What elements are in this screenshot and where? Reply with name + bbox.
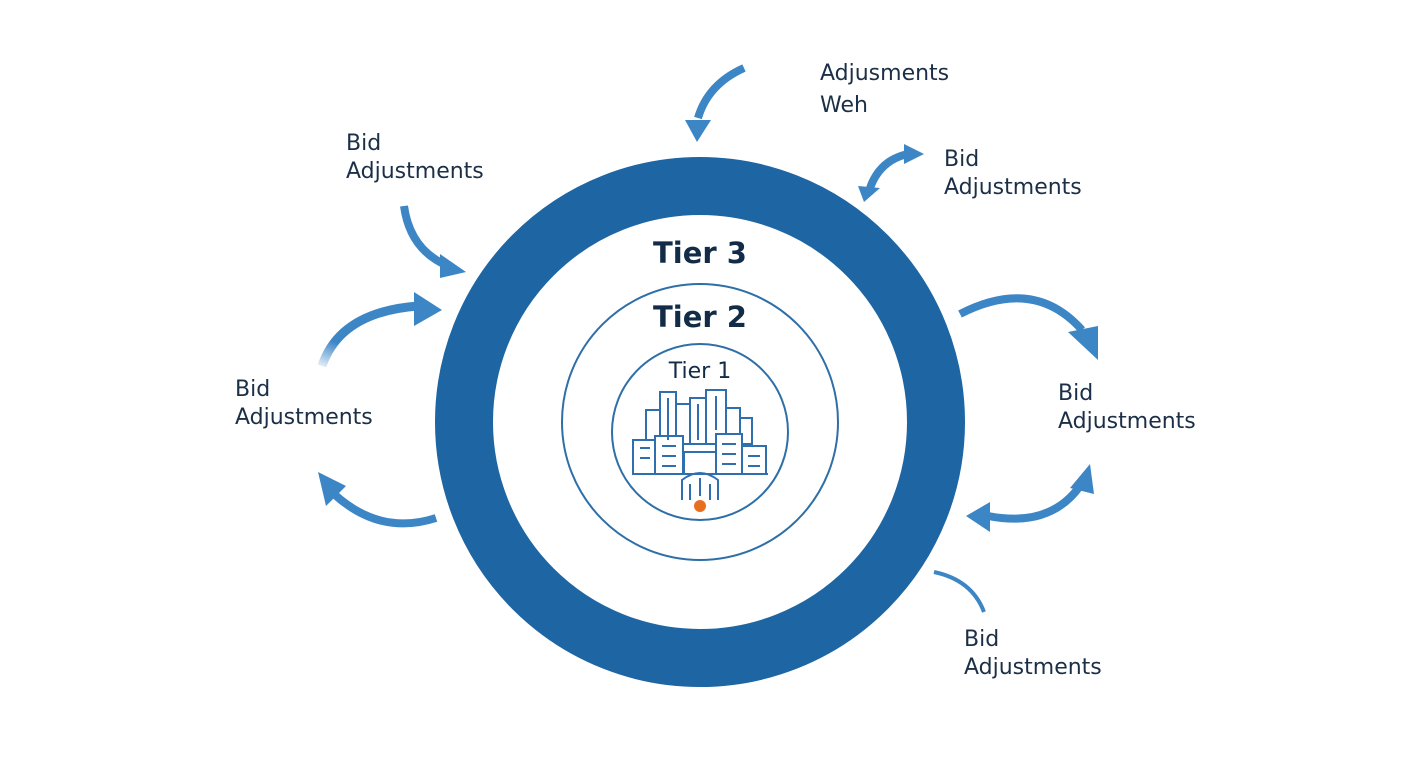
callout-right-line2: Adjustments (1058, 409, 1196, 434)
callout-top-center: Adjusments Weh (820, 61, 956, 118)
arrow-right-lower-icon (966, 464, 1094, 532)
tier-3-ring (435, 157, 965, 687)
callout-top-center-line2: Weh (820, 93, 868, 118)
callout-right-line1: Bid (1058, 381, 1093, 406)
callout-top-right: Bid Adjustments (944, 147, 1082, 200)
callout-bottom-right: Bid Adjustments (964, 627, 1102, 680)
callout-left-line1: Bid (235, 377, 270, 402)
callout-top-left: Bid Adjustments (346, 131, 484, 184)
tier-2-ring (561, 283, 839, 561)
callout-right: Bid Adjustments (1058, 381, 1196, 434)
tier-2-label: Tier 2 (653, 300, 747, 334)
arrow-top-right-icon (858, 144, 924, 202)
callout-top-right-line2: Adjustments (944, 175, 1082, 200)
callout-top-left-line2: Adjustments (346, 159, 484, 184)
callout-top-center-line1: Adjusments (820, 61, 949, 86)
callout-bottom-right-line2: Adjustments (964, 655, 1102, 680)
callout-top-right-line1: Bid (944, 147, 979, 172)
callout-left-line2: Adjustments (235, 405, 373, 430)
arrow-upper-left-icon (400, 205, 466, 278)
callout-bottom-right-line1: Bid (964, 627, 999, 652)
tier-1-ring (611, 343, 789, 521)
tier-3-label: Tier 3 (653, 236, 747, 270)
arrow-right-upper-icon (958, 294, 1098, 360)
city-skyline-icon (632, 389, 768, 512)
tier-1-label: Tier 1 (668, 359, 731, 384)
arrow-top-center-icon (685, 64, 746, 142)
arrow-bottom-right-icon (933, 570, 986, 613)
callout-left: Bid Adjustments (235, 377, 373, 430)
arrow-left-middle-icon (317, 292, 442, 368)
callout-top-left-line1: Bid (346, 131, 381, 156)
location-dot-icon (694, 500, 706, 512)
arrow-lower-left-icon (318, 472, 438, 528)
